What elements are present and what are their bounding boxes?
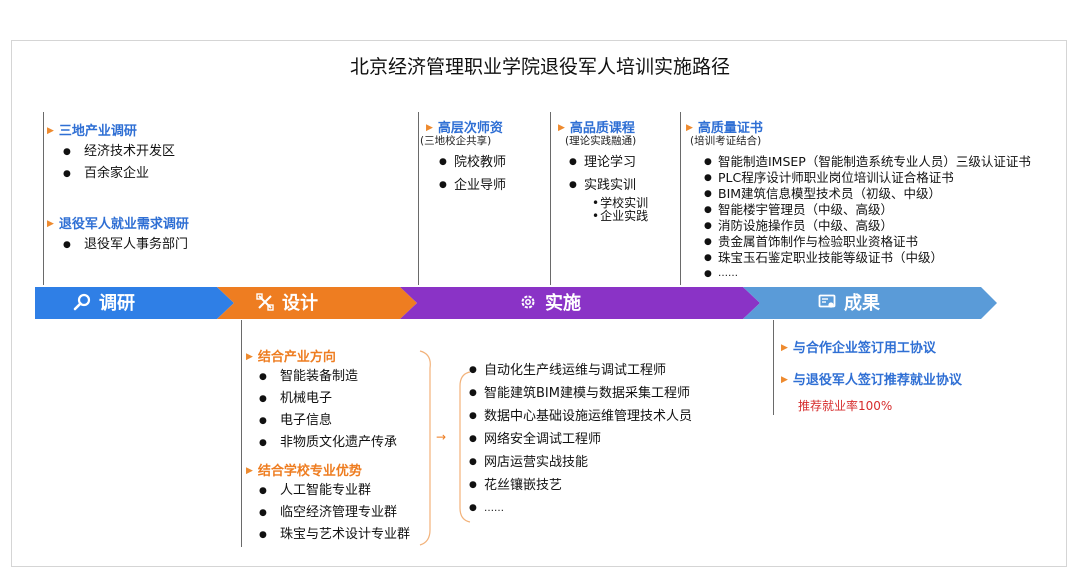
result-item-veterans: ▶ 与退役军人签订推荐就业协议 <box>781 369 962 388</box>
teachers-heading: ▶ 高层次师资 <box>426 117 503 136</box>
list-item: …… <box>704 266 1031 282</box>
search-icon <box>73 293 91 311</box>
research-industry-list: 经济技术开发区 百余家企业 <box>60 141 175 185</box>
stage-implement-label: 实施 <box>545 293 581 314</box>
stage-design: 设计 <box>256 288 318 316</box>
result-item-enterprise-label: 与合作企业签订用工协议 <box>792 341 936 356</box>
teachers-list: 院校教师 企业导师 <box>436 151 506 197</box>
design-industry-list: 智能装备制造 机械电子 电子信息 非物质文化遗产传承 <box>256 366 397 454</box>
list-item: 消防设施操作员（中级、高级） <box>704 218 1031 234</box>
list-item: 数据中心基础设施运维管理技术人员 <box>466 405 692 428</box>
stage-design-shape <box>217 287 417 319</box>
diagram-title: 北京经济管理职业学院退役军人培训实施路径 <box>349 56 730 78</box>
list-item: 珠宝与艺术设计专业群 <box>256 524 410 546</box>
list-item: 贵金属首饰制作与检验职业资格证书 <box>704 234 1031 250</box>
teachers-heading-label: 高层次师资 <box>437 121 503 136</box>
list-item: 退役军人事务部门 <box>60 234 188 256</box>
list-item: 学校实训 <box>588 197 648 210</box>
courses-heading: ▶ 高品质课程 <box>558 117 635 136</box>
list-item: 自动化生产线运维与调试工程师 <box>466 359 692 382</box>
design-heading-industry: ▶ 结合产业方向 <box>246 346 336 365</box>
divider-research <box>43 112 44 285</box>
design-heading-industry-label: 结合产业方向 <box>257 350 336 365</box>
stage-implement: 实施 <box>519 288 581 316</box>
stage-research: 调研 <box>73 288 135 316</box>
triangle-bullet-icon: ▶ <box>686 123 693 133</box>
certs-list: 智能制造IMSEP（智能制造系统专业人员）三级认证证书 PLC程序设计师职业岗位… <box>704 154 1031 282</box>
list-item: 百余家企业 <box>60 163 175 185</box>
triangle-bullet-icon: ▶ <box>781 375 788 385</box>
list-item: 智能装备制造 <box>256 366 397 388</box>
list-item: 智能楼宇管理员（中级、高级） <box>704 202 1031 218</box>
list-item: 实践实训 <box>566 174 636 197</box>
divider-teachers <box>418 112 419 285</box>
design-heading-school-label: 结合学校专业优势 <box>257 464 362 479</box>
research-heading-veterans: ▶ 退役军人就业需求调研 <box>47 213 189 232</box>
triangle-bullet-icon: ▶ <box>558 123 565 133</box>
list-item: 电子信息 <box>256 410 397 432</box>
divider-certs <box>680 112 681 285</box>
courses-subtitle: (理论实践融通) <box>565 135 637 147</box>
triangle-bullet-icon: ▶ <box>47 126 54 136</box>
courses-heading-label: 高品质课程 <box>569 121 635 136</box>
design-school-list: 人工智能专业群 临空经济管理专业群 珠宝与艺术设计专业群 <box>256 480 410 546</box>
research-heading-industry: ▶ 三地产业调研 <box>47 120 137 139</box>
research-heading-veterans-label: 退役军人就业需求调研 <box>58 217 189 232</box>
triangle-bullet-icon: ▶ <box>246 352 253 362</box>
list-item: 企业实践 <box>588 210 648 223</box>
result-item-enterprise: ▶ 与合作企业签订用工协议 <box>781 337 936 356</box>
list-item: 花丝镶嵌技艺 <box>466 474 692 497</box>
list-item: 临空经济管理专业群 <box>256 502 410 524</box>
divider-courses <box>550 112 551 285</box>
list-item: 机械电子 <box>256 388 397 410</box>
list-item: 网店运营实战技能 <box>466 451 692 474</box>
arrow-right-icon: → <box>436 430 447 444</box>
stage-result: 成果 <box>818 288 880 316</box>
list-item: 企业导师 <box>436 174 506 197</box>
triangle-bullet-icon: ▶ <box>47 219 54 229</box>
stage-result-label: 成果 <box>844 293 880 314</box>
diagram-frame <box>11 40 1067 567</box>
divider-design <box>241 320 242 547</box>
teachers-subtitle: (三地校企共享) <box>420 135 492 147</box>
list-item: 网络安全调试工程师 <box>466 428 692 451</box>
list-item: 理论学习 <box>566 151 636 174</box>
list-item: 经济技术开发区 <box>60 141 175 163</box>
list-item: 智能制造IMSEP（智能制造系统专业人员）三级认证证书 <box>704 154 1031 170</box>
employment-rate-note: 推荐就业率100% <box>798 399 893 413</box>
triangle-bullet-icon: ▶ <box>781 343 788 353</box>
list-item: 院校教师 <box>436 151 506 174</box>
certs-subtitle: (培训考证结合) <box>690 135 762 147</box>
list-item: PLC程序设计师职业岗位培训认证合格证书 <box>704 170 1031 186</box>
pencil-ruler-icon <box>256 293 274 311</box>
list-item: BIM建筑信息模型技术员（初级、中级） <box>704 186 1031 202</box>
divider-results <box>773 320 774 415</box>
design-heading-school: ▶ 结合学校专业优势 <box>246 460 362 479</box>
gear-icon <box>521 295 535 309</box>
courses-sublist: 学校实训 企业实践 <box>588 197 648 223</box>
courses-list: 理论学习 实践实训 <box>566 151 636 197</box>
list-item: 智能建筑BIM建模与数据采集工程师 <box>466 382 692 405</box>
list-item: …… <box>466 497 692 520</box>
stage-research-label: 调研 <box>99 293 135 314</box>
certificate-icon <box>818 294 836 308</box>
stage-implement-shape <box>400 287 760 319</box>
research-veterans-list: 退役军人事务部门 <box>60 234 188 256</box>
stage-design-label: 设计 <box>282 293 318 314</box>
research-heading-industry-label: 三地产业调研 <box>58 124 137 139</box>
list-item: 珠宝玉石鉴定职业技能等级证书（中级） <box>704 250 1031 266</box>
list-item: 非物质文化遗产传承 <box>256 432 397 454</box>
stage-result-shape <box>743 287 997 319</box>
list-item: 人工智能专业群 <box>256 480 410 502</box>
triangle-bullet-icon: ▶ <box>426 123 433 133</box>
certs-heading: ▶ 高质量证书 <box>686 117 763 136</box>
result-item-veterans-label: 与退役军人签订推荐就业协议 <box>792 373 962 388</box>
triangle-bullet-icon: ▶ <box>246 466 253 476</box>
design-programs-list: 自动化生产线运维与调试工程师 智能建筑BIM建模与数据采集工程师 数据中心基础设… <box>466 359 692 520</box>
certs-heading-label: 高质量证书 <box>697 121 763 136</box>
